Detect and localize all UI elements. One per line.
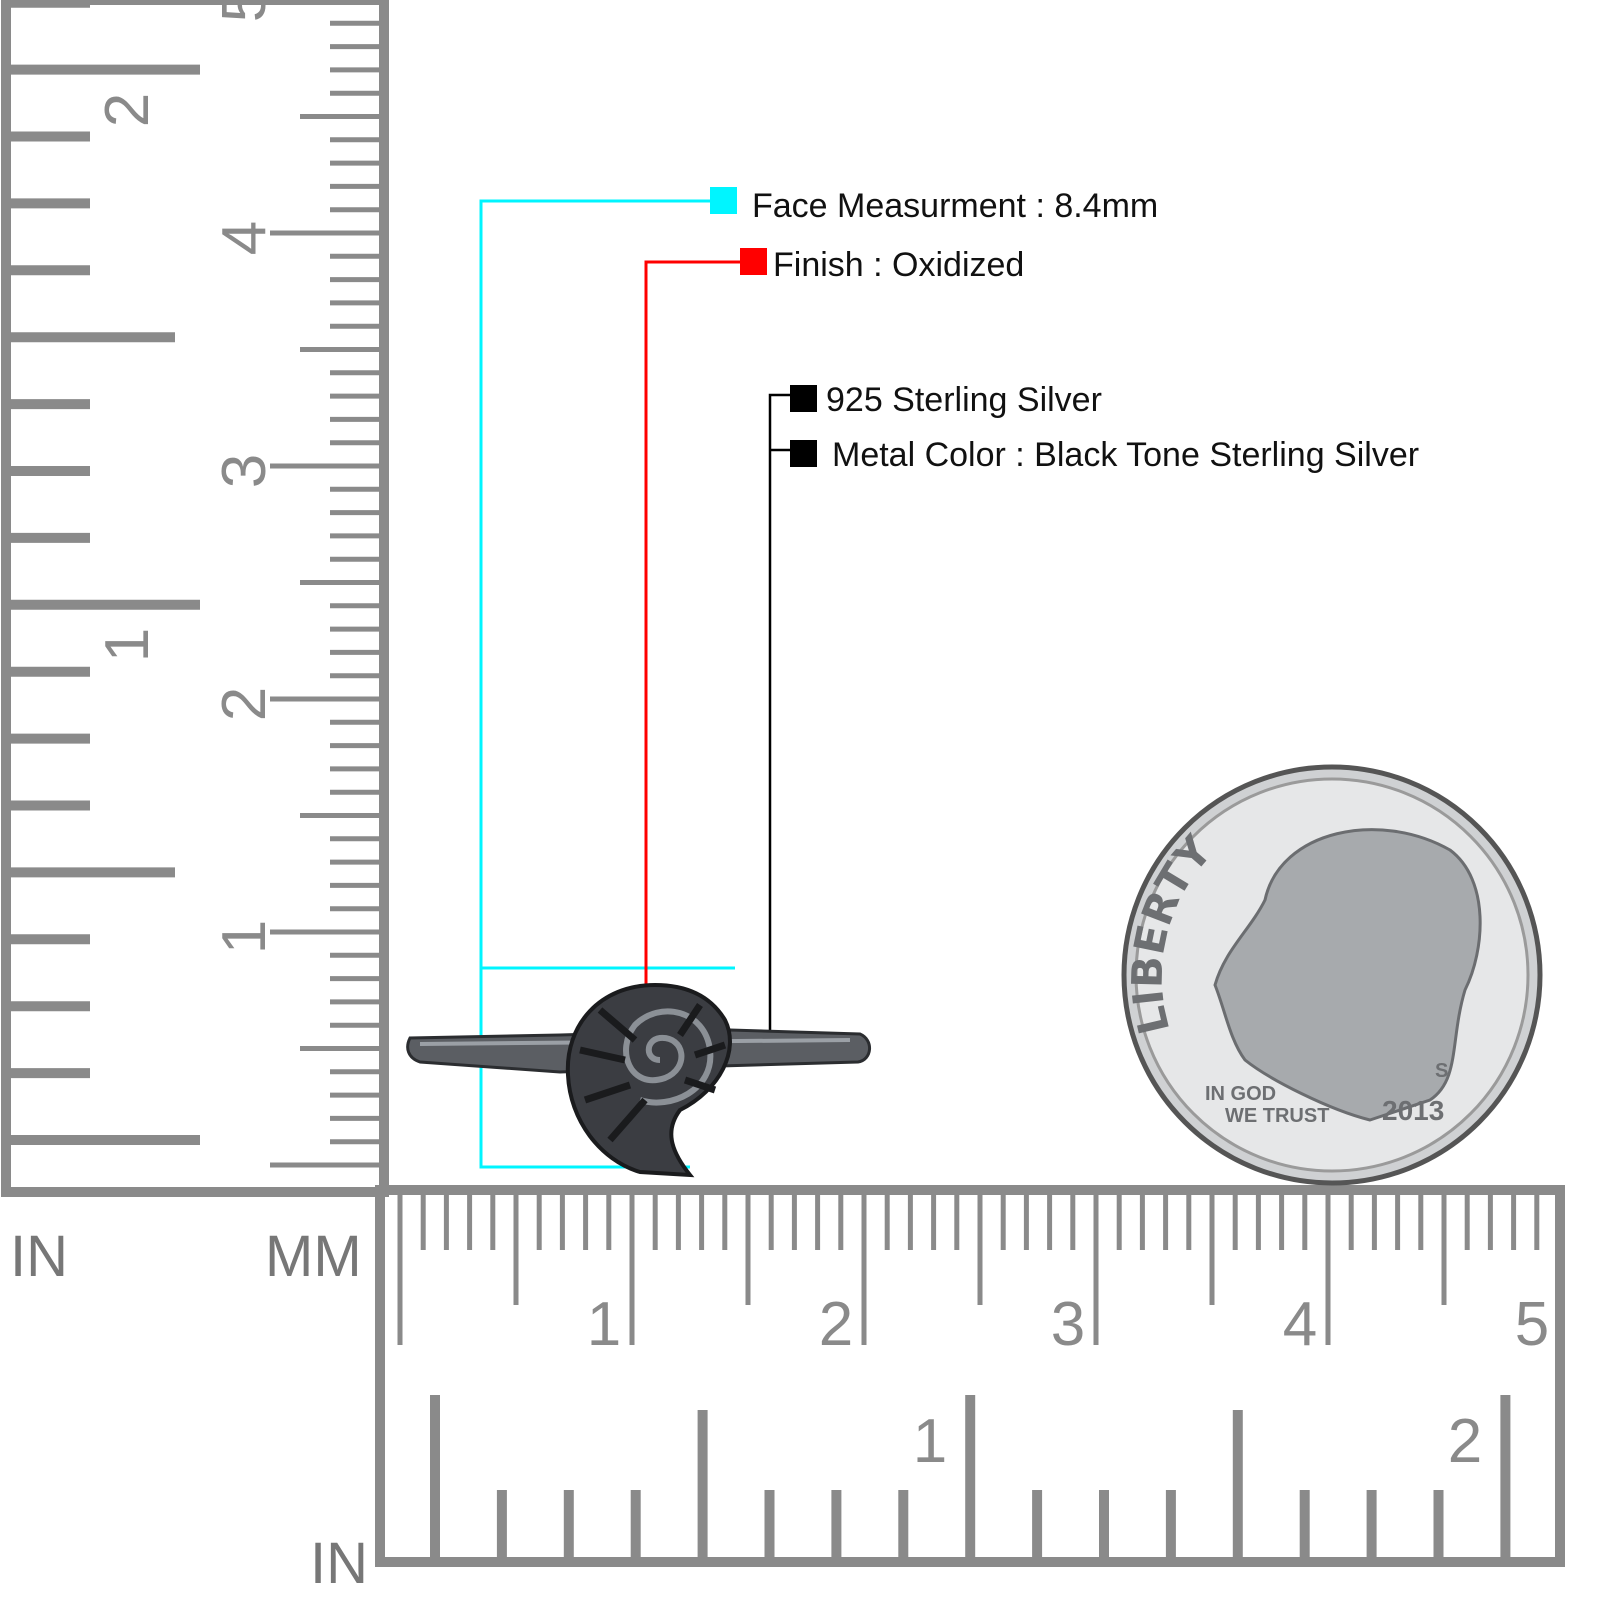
metal-color-label: Metal Color : Black Tone Sterling Silver <box>832 436 1420 474</box>
inch-unit-label-bottom: IN <box>310 1531 368 1596</box>
mm-unit-label: MM <box>265 1224 362 1289</box>
coin-mint-mark: S <box>1435 1060 1448 1082</box>
vertical-mm-label: 1 <box>210 920 279 954</box>
horizontal-mm-label: 2 <box>819 1290 853 1359</box>
horizontal-mm-label: 3 <box>1051 1290 1085 1359</box>
finish-swatch <box>740 248 767 275</box>
horizontal-inch-label: 1 <box>913 1407 947 1476</box>
vertical-mm-label: 5 <box>210 0 279 22</box>
material-label: 925 Sterling Silver <box>826 381 1102 419</box>
horizontal-mm-label: 1 <box>587 1290 621 1359</box>
horizontal-inch-label: 2 <box>1448 1407 1482 1476</box>
face-measurement-label: Face Measurment : 8.4mm <box>752 187 1159 225</box>
coin-motto-1: IN GOD <box>1205 1083 1276 1105</box>
metal-callout-line <box>768 393 790 1050</box>
vertical-inch-label: 1 <box>93 628 162 662</box>
horizontal-mm-label: 4 <box>1283 1290 1317 1359</box>
horizontal-mm-label: 5 <box>1515 1290 1549 1359</box>
metal-color-swatch <box>790 440 817 467</box>
coin-year: 2013 <box>1382 1095 1444 1126</box>
face-callout-line <box>479 199 710 1169</box>
face-swatch <box>710 187 737 214</box>
finish-callout-line <box>644 260 740 990</box>
inch-unit-label-left: IN <box>10 1224 68 1289</box>
vertical-ruler-frame <box>1 0 389 1197</box>
vertical-mm-label: 3 <box>210 454 279 488</box>
material-swatch <box>790 385 817 412</box>
ring-image <box>406 982 871 1178</box>
coin-motto-2: WE TRUST <box>1225 1105 1329 1127</box>
dime-coin-image: LIBERTY IN GOD WE TRUST 2013 S <box>1121 764 1543 1186</box>
vertical-mm-label: 2 <box>210 687 279 721</box>
vertical-inch-label: 2 <box>93 93 162 127</box>
horizontal-ruler-frame <box>375 1185 1565 1567</box>
finish-label: Finish : Oxidized <box>773 246 1025 284</box>
vertical-mm-label: 4 <box>210 221 279 255</box>
